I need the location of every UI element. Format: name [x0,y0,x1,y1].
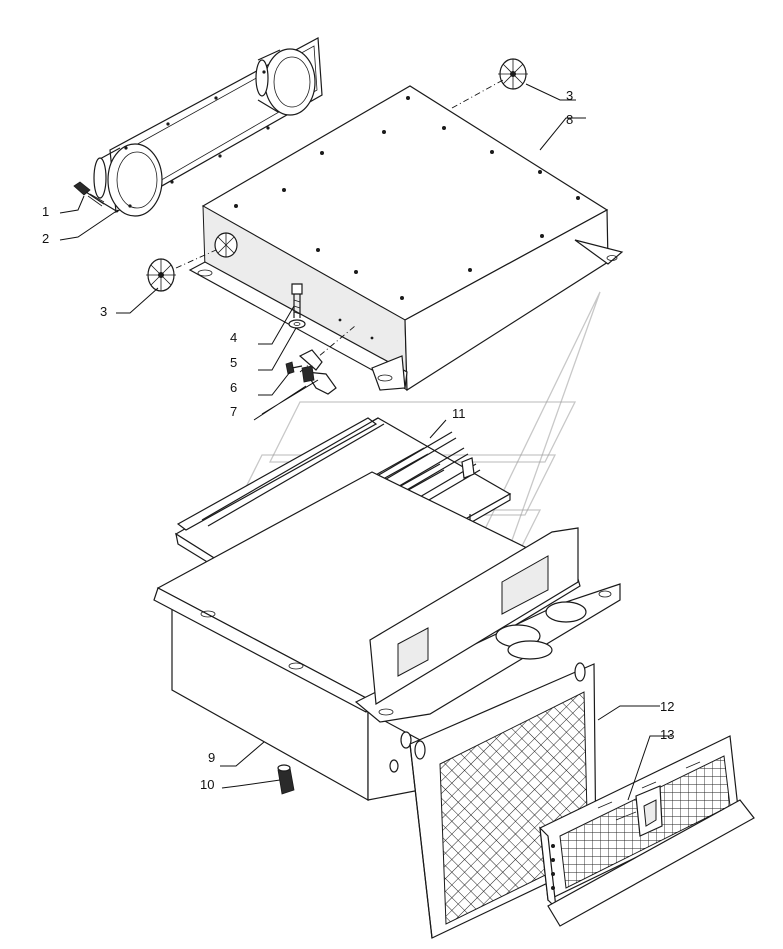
base-box-part-9 [153,471,621,802]
washer-part-5 [288,319,306,329]
callout-11: 11 [452,406,466,421]
callout-6: 6 [230,380,237,395]
callout-2: 2 [42,231,49,246]
bolt-part-4 [291,283,303,318]
callout-9: 9 [208,750,215,765]
screw-part-6 [285,361,303,375]
centerline-upper [451,79,504,109]
callout-8: 8 [566,112,573,127]
callout-4: 4 [230,330,237,345]
callout-3-lower: 3 [100,304,107,319]
grille-on-cover [214,232,238,258]
bolt-part-1 [73,181,105,207]
callout-labels: 1 2 3 3 4 5 6 7 8 9 10 11 12 13 [42,88,674,792]
grille-part-3-lower [146,258,176,292]
grille-part-3-upper [498,58,528,90]
leader-lines [59,83,672,801]
centerline-nut [299,325,356,373]
callout-12: 12 [660,699,674,714]
callout-7: 7 [230,404,237,419]
callout-3-upper: 3 [566,88,573,103]
callout-1: 1 [42,204,49,219]
callout-13: 13 [660,727,674,742]
flange-plate-part-2 [93,37,323,217]
callout-5: 5 [230,355,237,370]
foot-part-10 [277,764,295,795]
clamp-part-7 [298,349,337,395]
callout-10: 10 [200,777,214,792]
grid-panel-part-13 [539,735,755,927]
